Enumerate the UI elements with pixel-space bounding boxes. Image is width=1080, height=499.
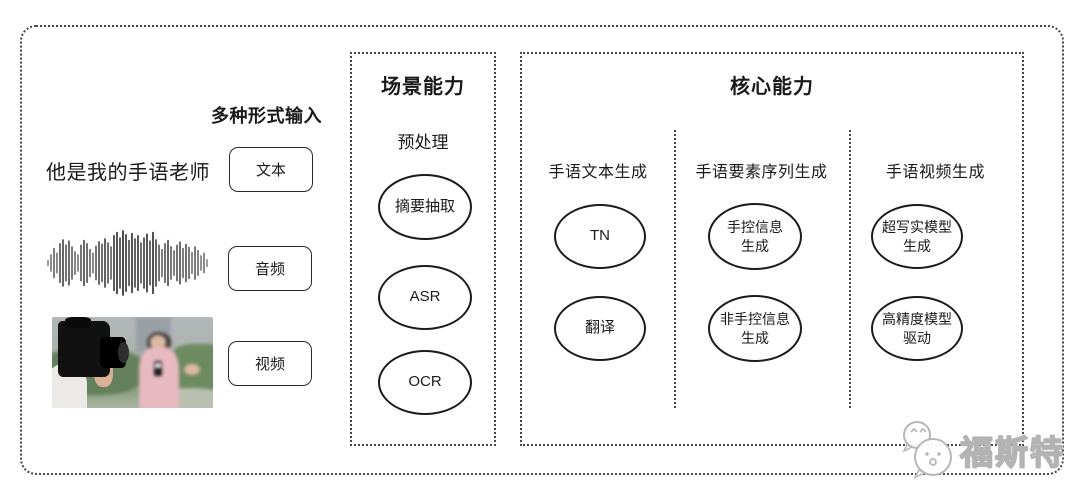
chat-bubbles-icon [902, 421, 952, 479]
input-box-audio: 音频 [228, 246, 312, 291]
watermark-text: 福斯特 [959, 433, 1065, 471]
node-manual-info-generation: 手控信息 生成 [708, 203, 802, 270]
input-heading: 多种形式输入 [211, 106, 322, 126]
outer-border [20, 25, 1064, 475]
scene-capability-box: 场景能力 预处理 摘要抽取 ASR OCR [350, 52, 496, 446]
input-box-text: 文本 [229, 147, 313, 192]
column-header-element-sequence: 手语要素序列生成 [695, 164, 828, 181]
input-box-video-label: 视频 [254, 356, 285, 373]
node-tn: TN [554, 204, 646, 269]
node-hyperrealistic-model-generation: 超写实模型 生成 [871, 204, 963, 269]
input-box-video: 视频 [228, 341, 312, 386]
core-box-title: 核心能力 [730, 76, 814, 98]
reporter-photo [52, 317, 213, 408]
watermark: 福斯特 [896, 416, 1068, 480]
column-header-video-generation: 手语视频生成 [885, 164, 985, 181]
column-divider-2 [849, 130, 851, 408]
node-summary-extraction: 摘要抽取 [378, 174, 472, 240]
node-ocr: OCR [378, 350, 472, 415]
node-asr: ASR [378, 265, 472, 330]
scene-box-title: 场景能力 [381, 76, 465, 98]
core-capability-box: 核心能力 手语文本生成 手语要素序列生成 手语视频生成 TN 翻译 手控信息 生… [520, 52, 1024, 446]
node-high-precision-model-driving: 高精度模型 驱动 [871, 296, 963, 361]
node-nonmanual-info-generation: 非手控信息 生成 [708, 295, 802, 362]
sample-sentence: 他是我的手语老师 [46, 162, 210, 184]
preprocess-label: 预处理 [397, 133, 449, 152]
node-translation: 翻译 [554, 296, 646, 361]
input-box-audio-label: 音频 [254, 261, 285, 278]
audio-waveform-icon [47, 230, 208, 296]
column-divider-1 [674, 130, 676, 408]
column-header-text-generation: 手语文本生成 [548, 164, 648, 181]
input-box-text-label: 文本 [255, 162, 286, 179]
